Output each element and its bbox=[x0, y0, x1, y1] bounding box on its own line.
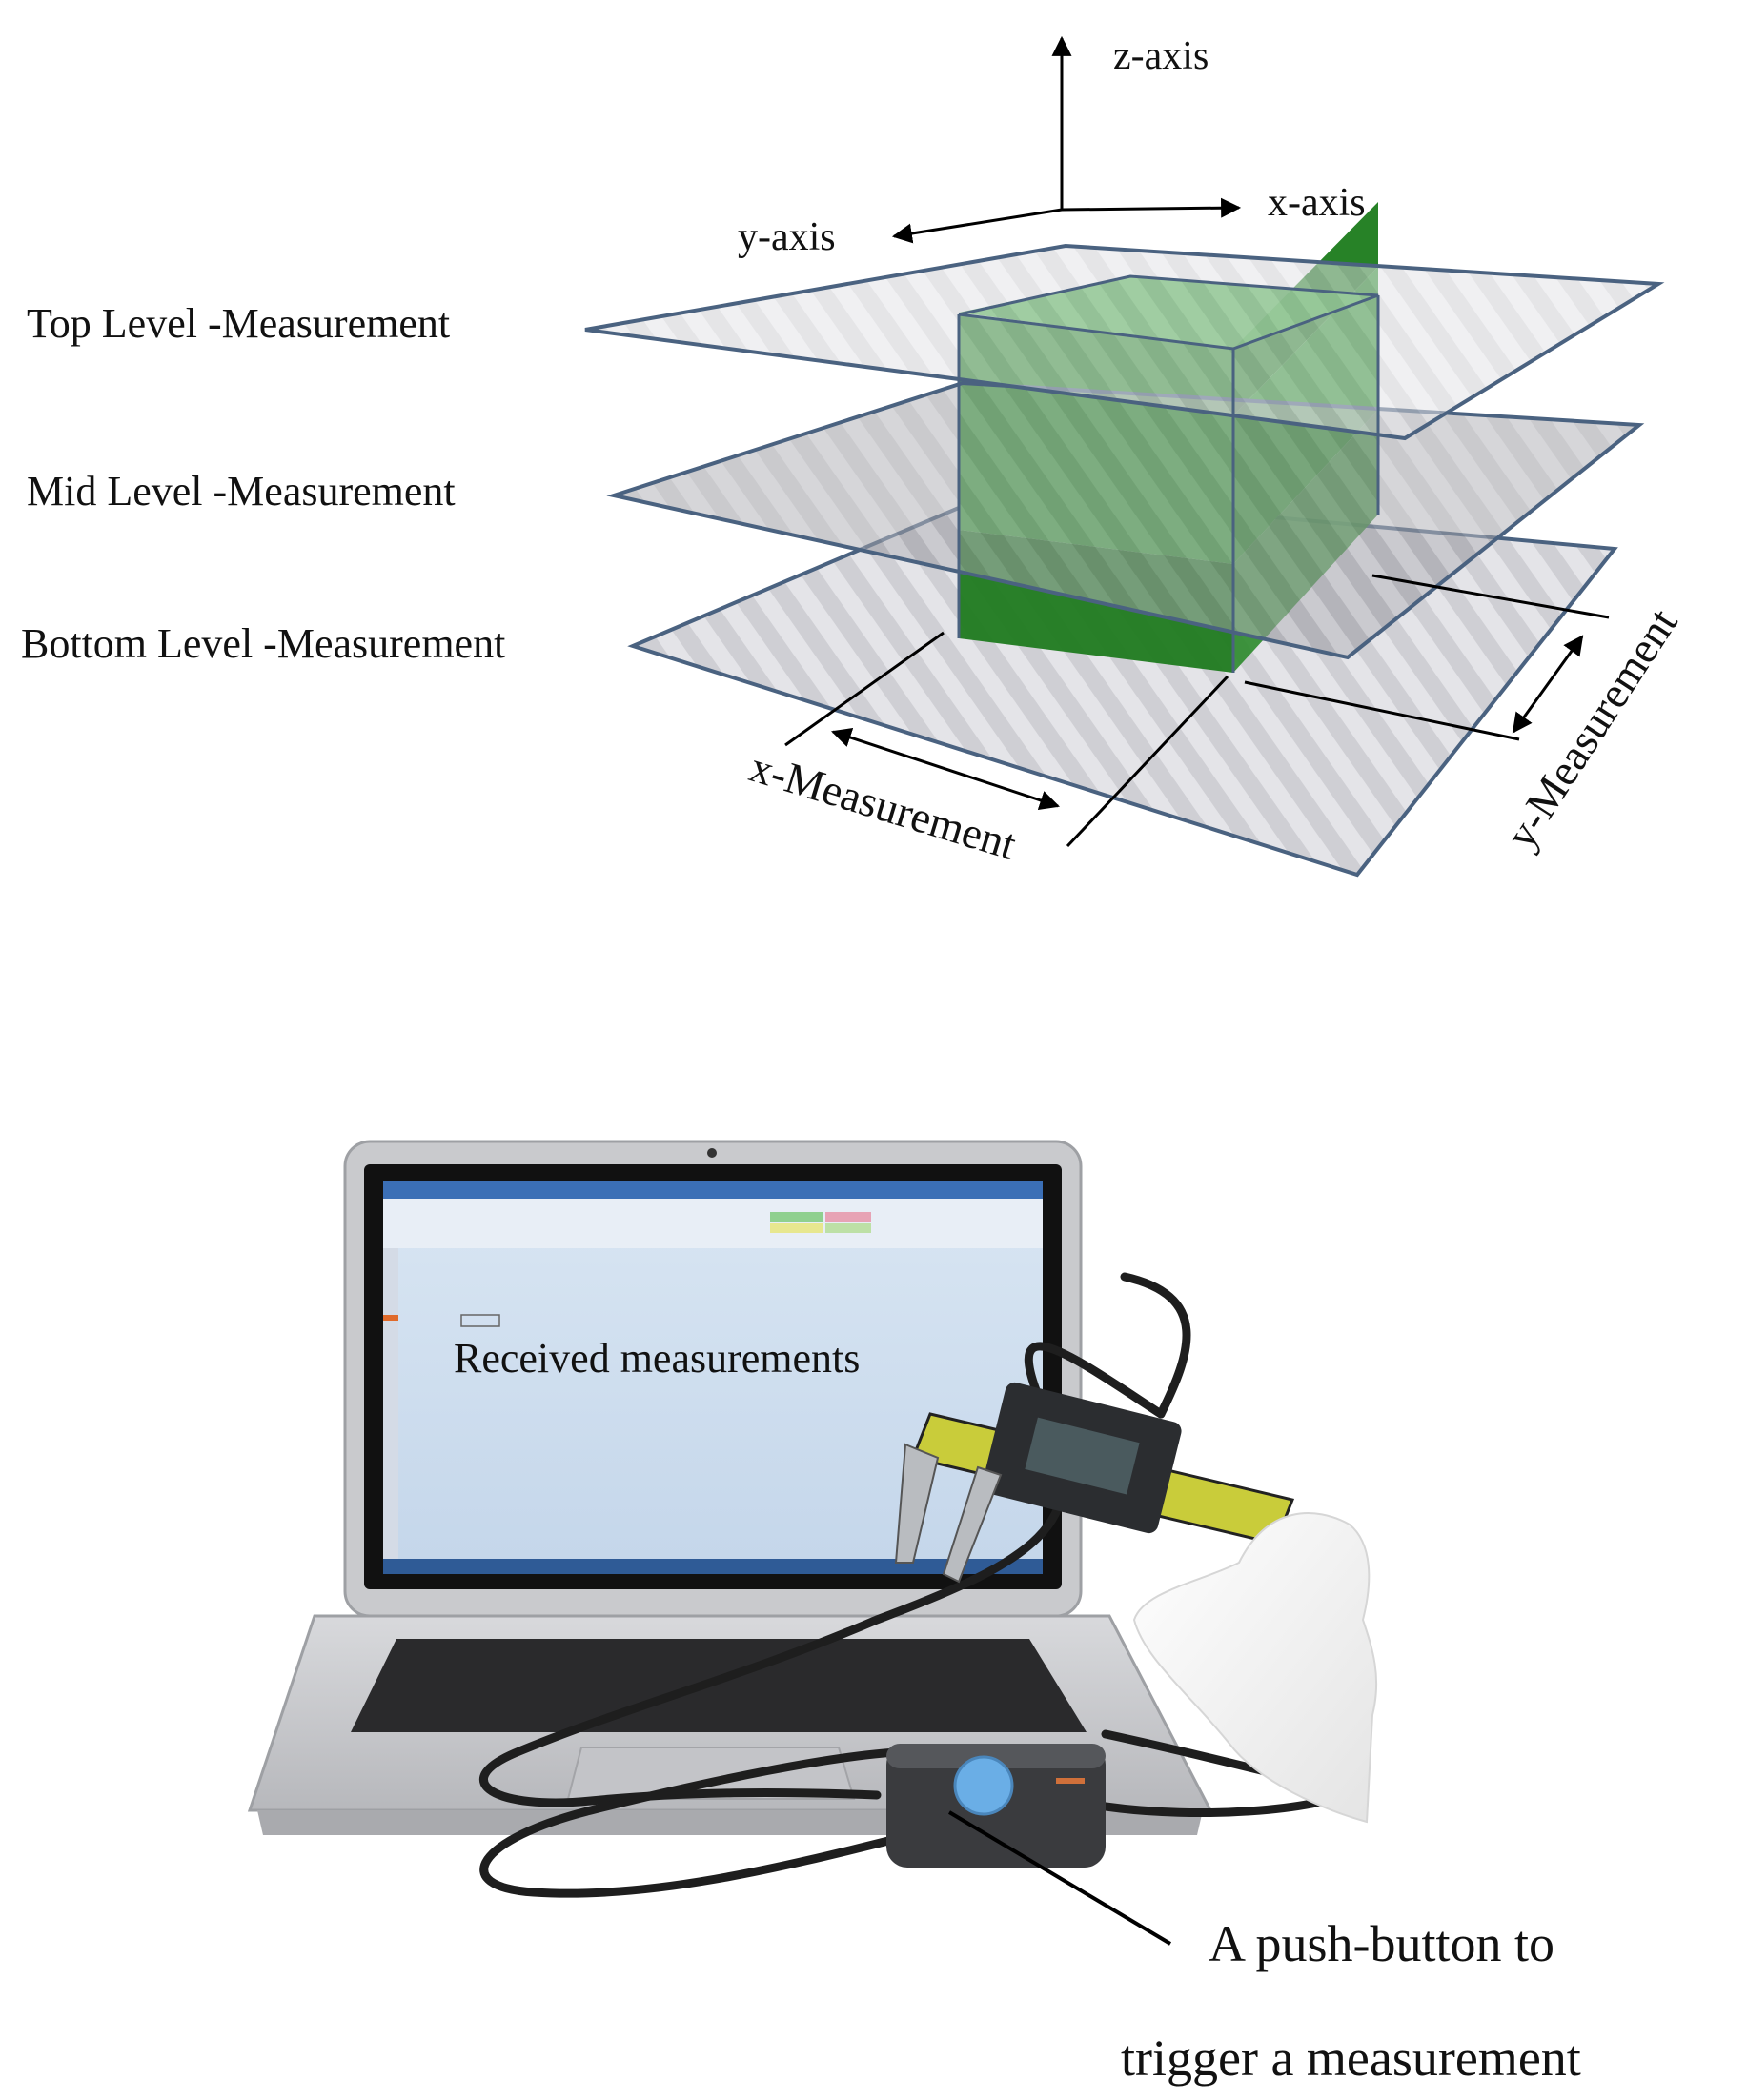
y-measurement-guides bbox=[1244, 574, 1610, 741]
green-block-outline bbox=[957, 274, 1380, 673]
top-level-plane bbox=[584, 243, 1665, 441]
laptop-keyboard bbox=[351, 1639, 1087, 1732]
top-level-label: Top Level -Measurement bbox=[27, 300, 450, 347]
button-leader-line bbox=[947, 1810, 1172, 1946]
coordinate-axes bbox=[891, 35, 1242, 244]
x-measurement-label: x-Measurement bbox=[744, 742, 1022, 869]
bottom-level-label: Bottom Level -Measurement bbox=[21, 620, 505, 667]
button-caption-line1: A push-button to bbox=[1209, 1915, 1554, 1972]
laptop-screen bbox=[383, 1181, 1043, 1574]
mid-level-plane bbox=[606, 380, 1645, 660]
push-button bbox=[953, 1755, 1014, 1816]
x-axis-label: x-axis bbox=[1268, 181, 1366, 225]
white-glove bbox=[1132, 1512, 1378, 1824]
laptop-trackpad bbox=[566, 1747, 856, 1800]
x-measurement-guides bbox=[784, 631, 1229, 848]
mid-level-label: Mid Level -Measurement bbox=[27, 468, 456, 515]
z-axis-label: z-axis bbox=[1113, 34, 1209, 78]
button-caption-line2: trigger a measurement bbox=[1121, 2029, 1581, 2087]
screen-caption: Received measurements bbox=[454, 1335, 860, 1382]
y-axis-label: y-axis bbox=[738, 215, 836, 259]
push-button-device bbox=[886, 1744, 1106, 1868]
digital-caliper bbox=[894, 1382, 1295, 1584]
